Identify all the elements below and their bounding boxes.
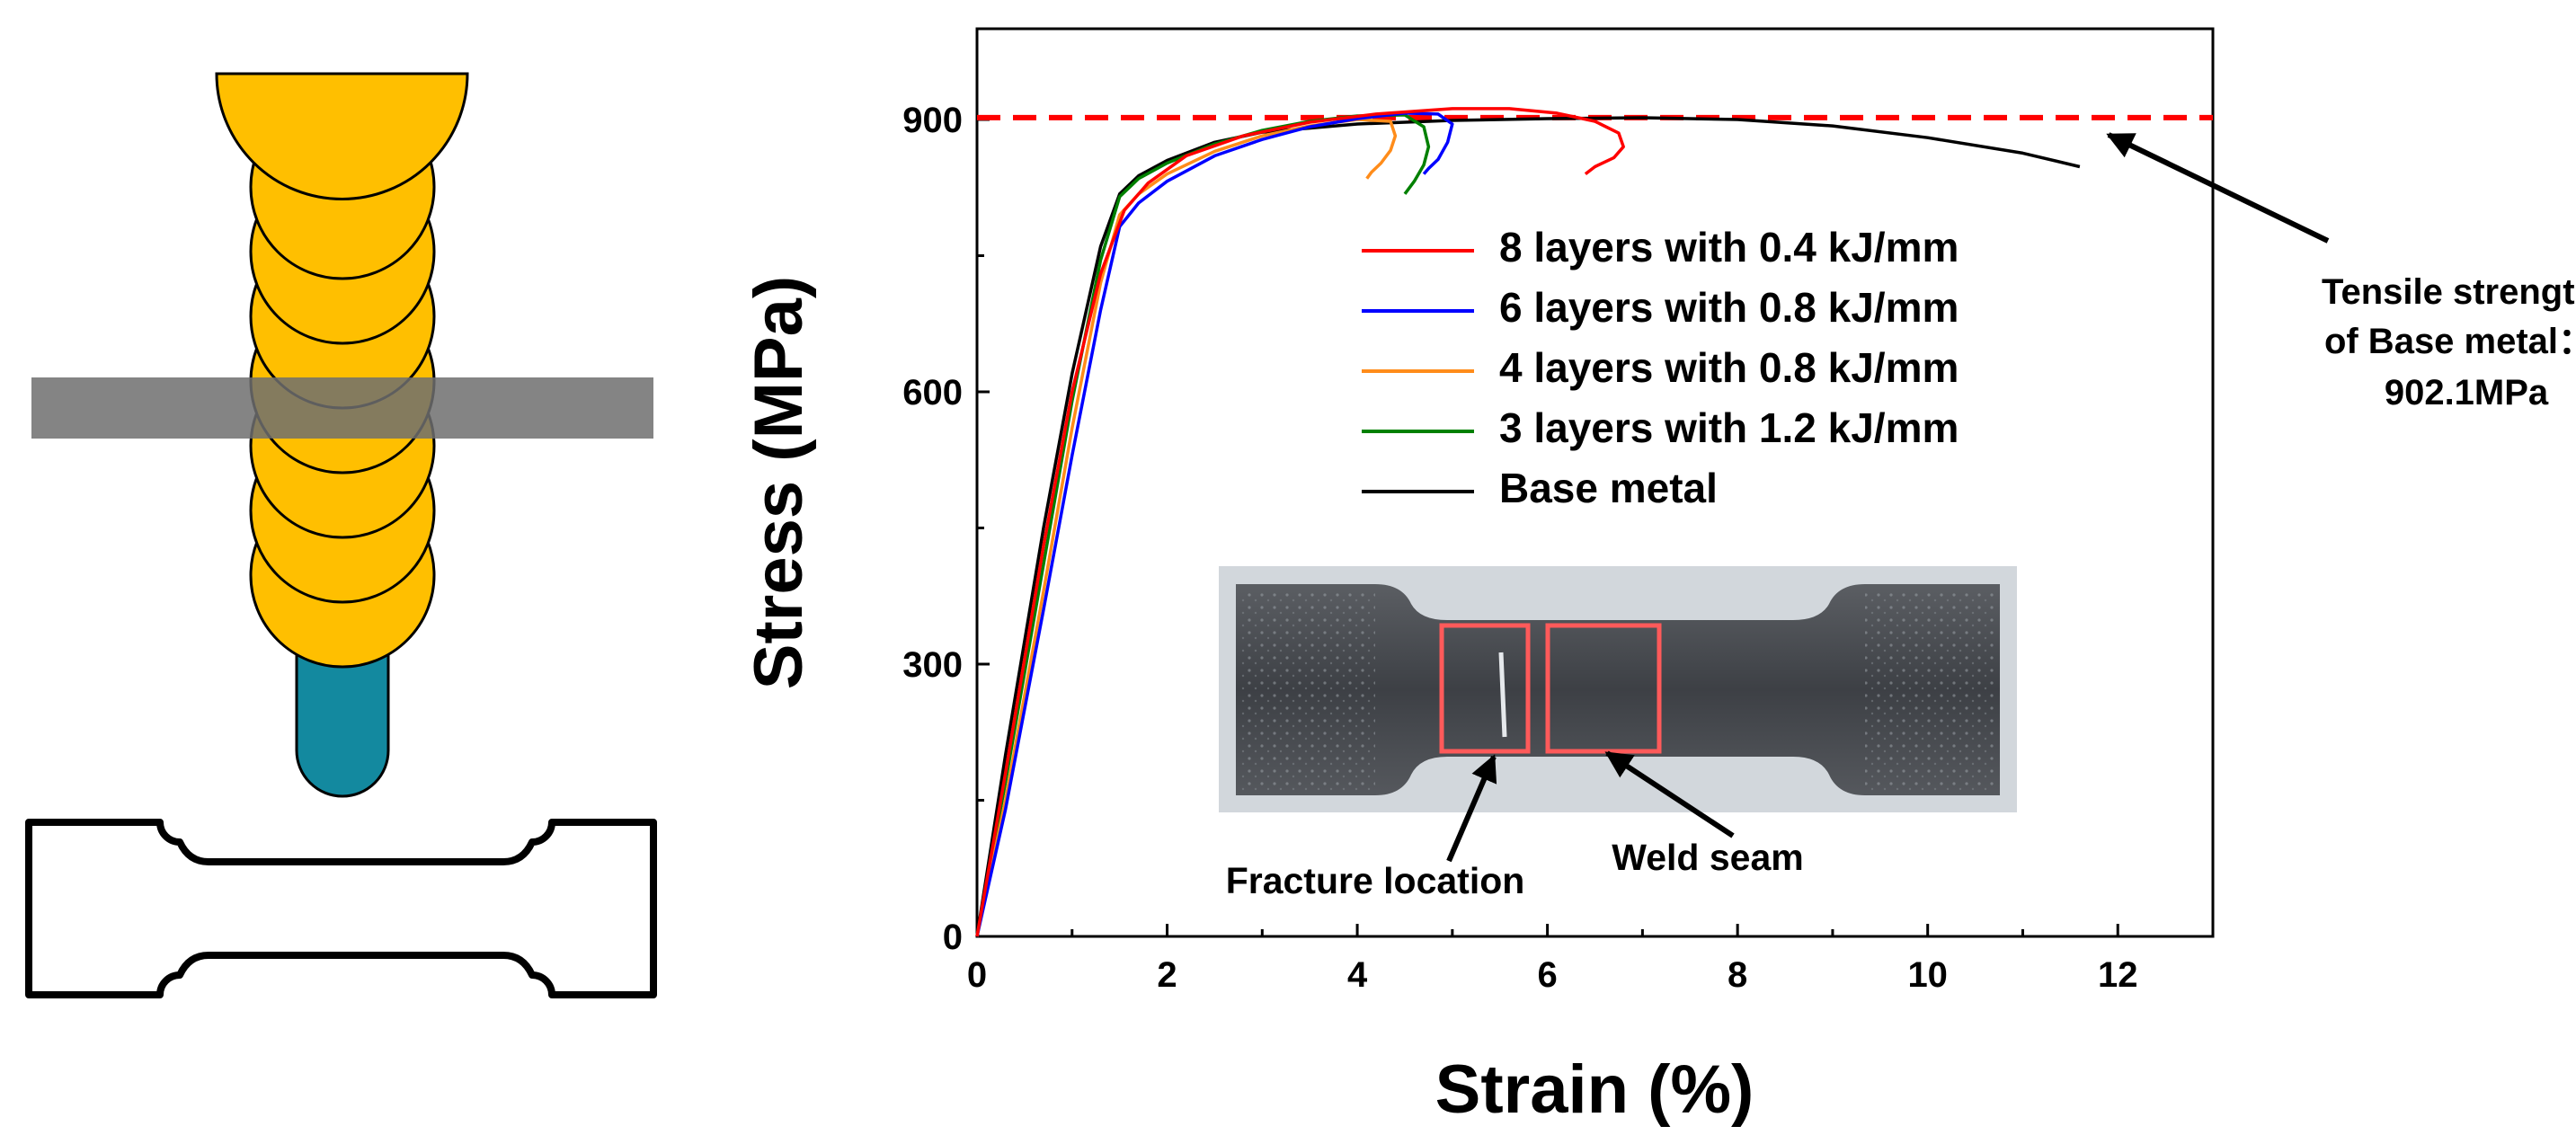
weld-seam-arrow	[1604, 750, 1735, 838]
y-axis-label: Stress (MPa)	[741, 276, 817, 689]
y-tick-label: 900	[902, 101, 963, 140]
sampling-band	[31, 377, 653, 439]
deposition-head	[215, 72, 469, 200]
photo-grip-texture-left	[1240, 589, 1375, 791]
x-tick-label: 0	[967, 955, 987, 995]
tensile-annotation-arrow	[2106, 132, 2330, 244]
fracture-arrow	[1446, 754, 1497, 863]
curves	[975, 107, 2081, 937]
chart: 0 2 4 6 8 10 12 0 300 600 900 Strain (%) Stress (M…	[741, 27, 2576, 1128]
tensile-strength-annotation: Tensile strength of Base metal： 902.1MPa	[2106, 132, 2576, 412]
photo-fracture-crack	[1498, 652, 1507, 738]
legend-label: 6 layers with 0.8 kJ/mm	[1499, 284, 1959, 331]
legend-label: 4 layers with 0.8 kJ/mm	[1499, 344, 1959, 391]
legend-label: 3 layers with 1.2 kJ/mm	[1499, 404, 1959, 451]
schematic	[25, 72, 657, 998]
x-tick-label: 2	[1157, 955, 1177, 995]
tensile-annotation-line-3: 902.1MPa	[2385, 373, 2549, 412]
x-tick-label: 8	[1728, 955, 1747, 995]
series-line-2	[975, 111, 1454, 937]
deposited-layers	[215, 72, 469, 669]
axis-ticks: 0 2 4 6 8 10 12 0 300 600 900	[902, 101, 2137, 995]
tensile-specimen-outline	[25, 819, 657, 998]
series-line-1	[975, 107, 1625, 937]
tensile-annotation-line-2: of Base metal：	[2324, 322, 2576, 361]
legend-label: 8 layers with 0.4 kJ/mm	[1499, 224, 1959, 270]
x-tick-label: 12	[2098, 955, 2138, 995]
legend-label: Base metal	[1499, 465, 1718, 511]
y-tick-label: 600	[902, 373, 963, 412]
photo-grip-texture-right	[1865, 589, 1995, 791]
weld-seam-box	[1545, 623, 1662, 754]
specimen-photo-inset	[1219, 566, 2017, 812]
x-tick-label: 4	[1347, 955, 1368, 995]
y-tick-label: 0	[943, 918, 963, 957]
legend: 8 layers with 0.4 kJ/mm 6 layers with 0.8…	[1362, 224, 1959, 511]
photo-specimen	[1236, 584, 2000, 795]
plot-frame	[975, 27, 2215, 938]
tensile-annotation-line-1: Tensile strength	[2322, 272, 2576, 312]
series-line-3	[975, 118, 1398, 937]
substrate-rod	[295, 627, 390, 798]
fracture-location-box	[1439, 623, 1531, 754]
x-tick-label: 10	[1907, 955, 1948, 995]
x-tick-label: 6	[1537, 955, 1557, 995]
y-tick-label: 300	[902, 645, 963, 685]
weld-seam-label: Weld seam	[1612, 837, 1803, 878]
x-axis-label: Strain (%)	[1435, 1051, 1754, 1128]
fracture-location-label: Fracture location	[1226, 860, 1525, 901]
